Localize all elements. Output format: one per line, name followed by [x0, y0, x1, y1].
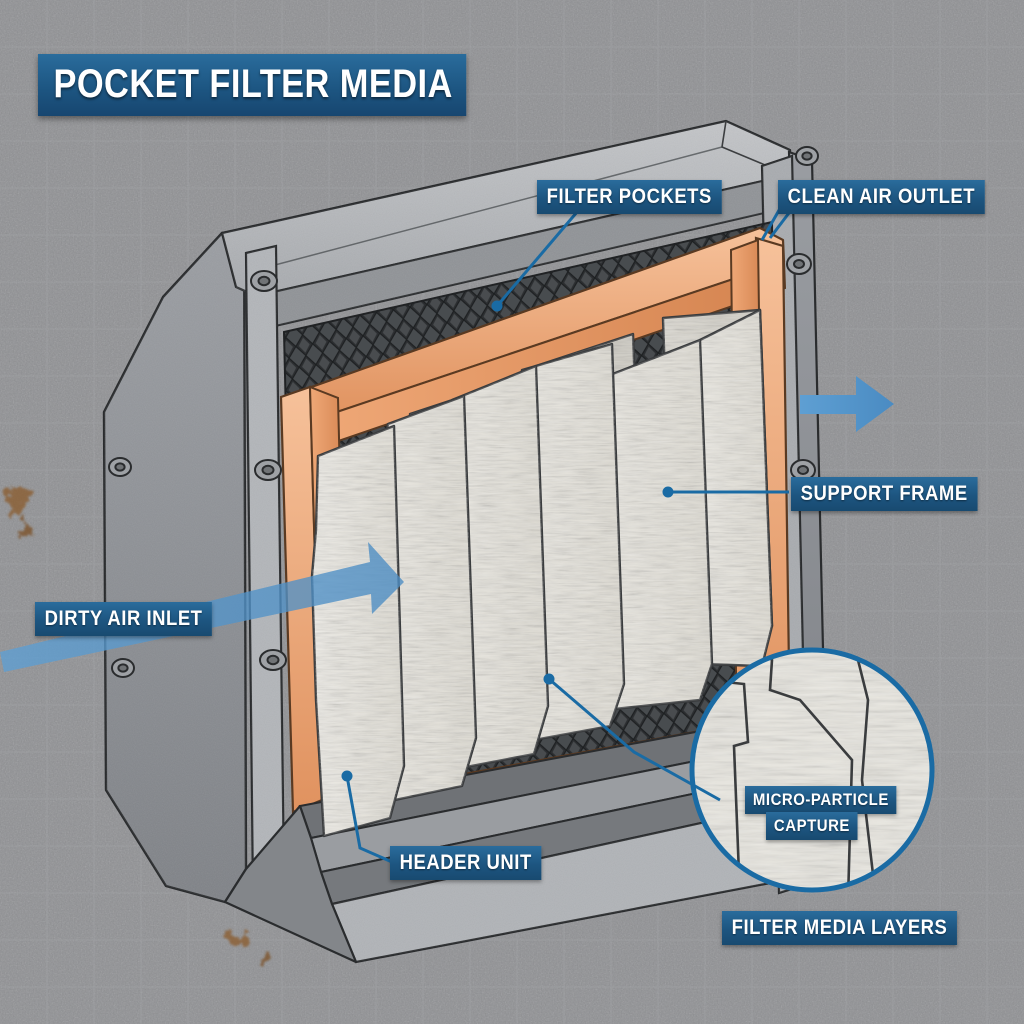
leader-header-unit	[345, 775, 393, 864]
clean-air-outlet-arrow	[800, 376, 894, 432]
label-micro-particle-line1[interactable]: MICRO-PARTICLE	[745, 786, 897, 814]
leader-micro-particle	[548, 677, 721, 802]
leader-lines	[345, 204, 797, 864]
pocket-panel-1	[310, 424, 406, 838]
label-micro-particle-line2[interactable]: CAPTURE	[766, 812, 858, 840]
filter-pockets	[310, 308, 774, 838]
label-filter-pockets[interactable]: FILTER POCKETS	[537, 180, 722, 214]
label-support-frame[interactable]: SUPPORT FRAME	[791, 477, 978, 511]
housing-left-panel	[102, 228, 248, 904]
label-clean-air-outlet[interactable]: CLEAN AIR OUTLET	[778, 180, 985, 214]
label-filter-media-layers[interactable]: FILTER MEDIA LAYERS	[722, 911, 958, 945]
rust-stain	[9, 484, 275, 963]
page-title: POCKET FILTER MEDIA	[38, 54, 467, 116]
label-header-unit[interactable]: HEADER UNIT	[390, 846, 542, 880]
label-dirty-air-inlet[interactable]: DIRTY AIR INLET	[35, 602, 213, 636]
housing-left-post	[244, 244, 286, 895]
magnifier-inset	[689, 647, 935, 893]
leader-dots	[341, 300, 674, 782]
leader-filter-pockets	[495, 204, 585, 307]
